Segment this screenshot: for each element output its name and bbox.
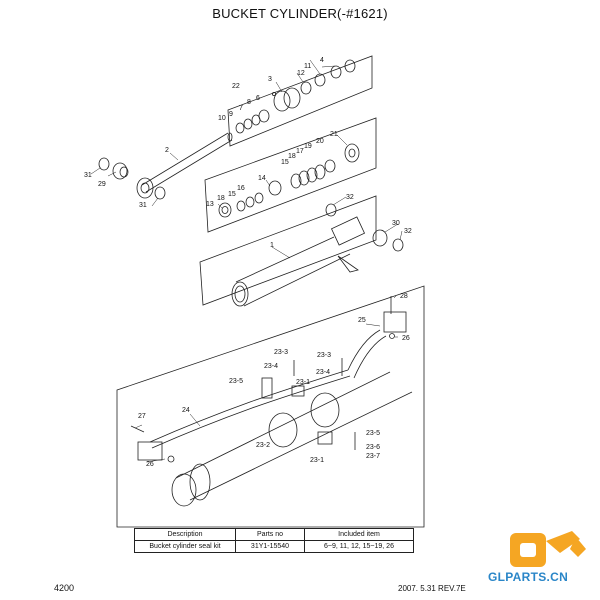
callout-31b: 31 bbox=[139, 202, 147, 209]
callout-3: 3 bbox=[268, 76, 272, 83]
leader-lines bbox=[90, 59, 403, 463]
callout-23-6: 23-6 bbox=[366, 444, 380, 451]
callout-8: 8 bbox=[247, 99, 251, 106]
callout-18: 18 bbox=[217, 195, 225, 202]
revision-date: 2007. 5.31 REV.7E bbox=[398, 584, 466, 593]
cylinder-tube bbox=[231, 203, 404, 307]
callout-25: 25 bbox=[358, 317, 366, 324]
piston-rod bbox=[136, 132, 233, 199]
callout-9: 9 bbox=[229, 111, 233, 118]
callout-31a: 31 bbox=[84, 172, 92, 179]
callout-23-3b: 23-3 bbox=[317, 352, 331, 359]
callout-28: 28 bbox=[400, 293, 408, 300]
callout-4: 4 bbox=[320, 57, 324, 64]
callout-14: 14 bbox=[258, 175, 266, 182]
header-parts-no: Parts no bbox=[235, 528, 305, 541]
callout-6: 6 bbox=[256, 95, 260, 102]
callout-13: 13 bbox=[206, 201, 214, 208]
panel-piston-parts bbox=[204, 117, 377, 233]
head-parts bbox=[235, 59, 356, 134]
callout-23-4b: 23-4 bbox=[316, 369, 330, 376]
callout-27: 27 bbox=[138, 413, 146, 420]
callout-23-1b: 23-1 bbox=[310, 457, 324, 464]
logo-text: GLPARTS.CN bbox=[488, 570, 569, 584]
callout-18b: 18 bbox=[288, 153, 296, 160]
callout-7: 7 bbox=[239, 105, 243, 112]
callout-17: 17 bbox=[296, 148, 304, 155]
pipe-assembly bbox=[130, 296, 413, 507]
callout-1: 1 bbox=[270, 242, 274, 249]
callout-23-7: 23-7 bbox=[366, 453, 380, 460]
seal-kit-row: Bucket cylinder seal kit 31Y1-15540 6~9,… bbox=[134, 540, 414, 553]
callout-16: 16 bbox=[237, 185, 245, 192]
diagram-title: BUCKET CYLINDER(-#1621) bbox=[212, 6, 388, 21]
callout-15: 15 bbox=[281, 159, 289, 166]
callout-26b: 26 bbox=[146, 461, 154, 468]
callout-30: 30 bbox=[392, 220, 400, 227]
seal-kit-table: Description Parts no Included item Bucke… bbox=[134, 528, 414, 553]
header-included-item: Included item bbox=[304, 528, 414, 541]
callout-23-3a: 23-3 bbox=[274, 349, 288, 356]
header-description: Description bbox=[134, 528, 236, 541]
callout-19: 19 bbox=[304, 143, 312, 150]
seal-kit-description: Bucket cylinder seal kit bbox=[134, 540, 236, 553]
page-number: 4200 bbox=[54, 583, 75, 593]
callout-22: 22 bbox=[232, 83, 240, 90]
callout-12: 12 bbox=[297, 70, 305, 77]
callout-32b: 32 bbox=[404, 228, 412, 235]
callout-20: 20 bbox=[316, 138, 324, 145]
seal-kit-parts-no: 31Y1-15540 bbox=[235, 540, 305, 553]
callout-23-5a: 23-5 bbox=[229, 378, 243, 385]
callout-labels: 12 11 4 3 22 6 8 7 9 10 2 31 29 31 21 20… bbox=[84, 57, 412, 468]
callout-11: 11 bbox=[304, 63, 311, 70]
panel-head-parts bbox=[227, 55, 373, 147]
callout-29: 29 bbox=[98, 181, 106, 188]
seal-kit-included-items: 6~9, 11, 12, 15~19, 26 bbox=[304, 540, 414, 553]
callout-23-2: 23-2 bbox=[256, 442, 270, 449]
callout-23-4a: 23-4 bbox=[264, 363, 278, 370]
callout-24: 24 bbox=[182, 407, 190, 414]
callout-26a: 26 bbox=[402, 335, 410, 342]
panel-tube bbox=[199, 195, 377, 306]
callout-23-1a: 23-1 bbox=[296, 379, 310, 386]
callout-10: 10 bbox=[218, 115, 226, 122]
callout-21: 21 bbox=[330, 131, 338, 138]
glparts-logo-icon bbox=[510, 531, 586, 567]
seal-kit-header-row: Description Parts no Included item bbox=[134, 528, 414, 541]
callout-2: 2 bbox=[165, 147, 169, 154]
panel-pipe-assembly bbox=[116, 285, 425, 528]
piston-parts bbox=[218, 143, 360, 218]
callout-32a: 32 bbox=[346, 194, 354, 201]
callout-23-5b: 23-5 bbox=[366, 430, 380, 437]
callout-15b: 15 bbox=[228, 191, 236, 198]
rod-end-parts bbox=[98, 157, 166, 200]
